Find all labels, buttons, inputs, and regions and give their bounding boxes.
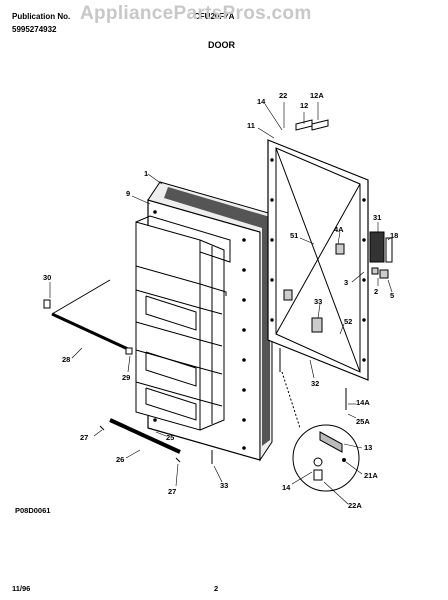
callout-1: 1 xyxy=(144,169,148,178)
leader-lines xyxy=(49,102,393,505)
callout-3: 3 xyxy=(344,278,348,287)
callout-27-left: 27 xyxy=(80,433,88,442)
callout-2: 2 xyxy=(374,287,378,296)
callout-32: 32 xyxy=(311,379,319,388)
callout-14-top: 14 xyxy=(257,97,266,106)
callout-29: 29 xyxy=(122,373,130,382)
callout-25A: 25A xyxy=(356,417,370,426)
callout-51: 51 xyxy=(290,231,298,240)
publication-label: Publication No. xyxy=(12,12,71,21)
section-title: DOOR xyxy=(208,40,235,50)
callout-28: 28 xyxy=(62,355,70,364)
publication-number: 5995274932 xyxy=(12,25,57,34)
callout-27-bottom: 27 xyxy=(168,487,176,496)
callout-25: 25 xyxy=(166,433,174,442)
hinge-detail-circle xyxy=(281,371,360,492)
model-number: CFU20F7A xyxy=(194,12,235,21)
callout-9: 9 xyxy=(126,189,130,198)
callout-12: 12 xyxy=(300,101,308,110)
callout-14-bottom: 14 xyxy=(282,483,291,492)
callout-26: 26 xyxy=(116,455,124,464)
callout-30: 30 xyxy=(43,273,51,282)
callout-33-mid: 33 xyxy=(314,297,322,306)
callout-11: 11 xyxy=(247,121,255,130)
callout-22A: 22A xyxy=(348,501,362,510)
callout-21A: 21A xyxy=(364,471,378,480)
callout-14A: 14A xyxy=(356,398,370,407)
bottom-bar xyxy=(99,418,181,463)
callout-52: 52 xyxy=(344,317,352,326)
callout-13: 13 xyxy=(364,443,372,452)
shelf-bar xyxy=(43,279,133,355)
callout-18: 18 xyxy=(390,231,398,240)
diagram-code: P08D0061 xyxy=(15,506,51,515)
door-liner xyxy=(135,215,231,431)
page-number: 2 xyxy=(214,584,219,593)
inner-door-frame xyxy=(267,139,393,381)
footer-date: 11/96 xyxy=(12,584,31,593)
callout-31: 31 xyxy=(373,213,381,222)
callout-12A: 12A xyxy=(310,91,324,100)
callout-4A: 4A xyxy=(334,225,344,234)
watermark-text: AppliancePartsPros.com xyxy=(80,3,312,24)
callout-33-bottom: 33 xyxy=(220,481,228,490)
callout-22-top: 22 xyxy=(279,91,287,100)
callout-5: 5 xyxy=(390,291,394,300)
